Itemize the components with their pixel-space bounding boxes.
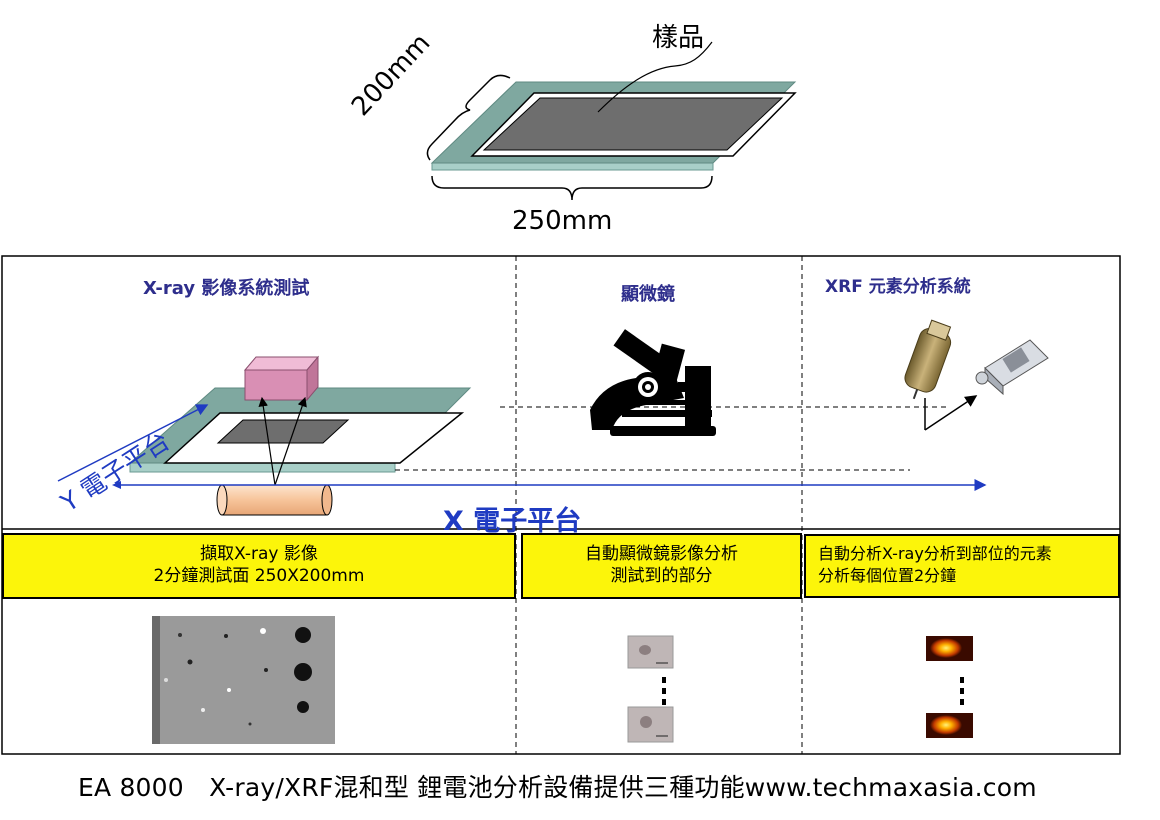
microscope-desc-line1: 自動顯微鏡影像分析 — [585, 544, 738, 564]
xrf-illustration — [904, 319, 1049, 431]
xrf-result-image-2 — [926, 713, 973, 738]
microscope-result-image-2 — [627, 706, 674, 743]
xray-tube — [221, 484, 328, 516]
xray-line — [274, 396, 307, 486]
microscope-continuation-dots — [662, 677, 667, 715]
microscope-desc-line2: 測試到的部分 — [610, 566, 713, 586]
footer-caption: EA 8000 X-ray/XRF混和型 鋰電池分析設備提供三種功能www.te… — [78, 773, 1037, 802]
x-stage-label: X 電子平台 — [443, 506, 582, 537]
width-brace — [431, 175, 713, 201]
height-brace — [426, 74, 511, 161]
xrf-detector-icon — [975, 339, 1049, 396]
microscope-result-image-1 — [627, 635, 674, 669]
xrf-section-title: XRF 元素分析系統 — [825, 277, 971, 297]
xrf-result-image-1 — [926, 636, 973, 661]
sample-label: 樣品 — [652, 23, 705, 53]
xray-desc-line2: 2分鐘測試面 250X200mm — [153, 566, 365, 586]
microscope-section-title: 顯微鏡 — [621, 284, 675, 305]
xrf-continuation-dots — [960, 677, 965, 715]
sample-leader-line — [597, 41, 713, 113]
xray-line — [258, 396, 276, 486]
stage-specimen — [216, 419, 350, 444]
xray-description-box: 擷取X-ray 影像 2分鐘測試面 250X200mm — [2, 533, 516, 599]
xrf-description-box: 自動分析X-ray分析到部位的元素 分析每個位置2分鐘 — [804, 534, 1120, 598]
xrf-desc-line2: 分析每個位置2分鐘 — [818, 566, 957, 585]
microscope-description-box: 自動顯微鏡影像分析 測試到的部分 — [521, 533, 802, 599]
xray-desc-line1: 擷取X-ray 影像 — [200, 544, 318, 564]
sample-width-label: 250mm — [512, 206, 613, 236]
xrf-desc-line1: 自動分析X-ray分析到部位的元素 — [818, 544, 1052, 563]
stage-plate-side — [129, 462, 396, 473]
xray-result-image — [152, 616, 335, 744]
xrf-tube-icon — [904, 319, 952, 400]
xray-stage-illustration — [57, 355, 987, 516]
sample-diagram — [426, 41, 797, 201]
microscope-icon — [590, 329, 716, 436]
main-frame — [1, 255, 1121, 755]
camera-box-top — [243, 356, 320, 371]
y-stage-arrow — [57, 404, 209, 482]
xray-section-title: X-ray 影像系統測試 — [143, 278, 310, 299]
camera-box-front — [244, 369, 308, 401]
sample-plate-side — [431, 162, 714, 171]
sample-specimen — [482, 97, 784, 151]
camera-box-side — [306, 355, 319, 402]
